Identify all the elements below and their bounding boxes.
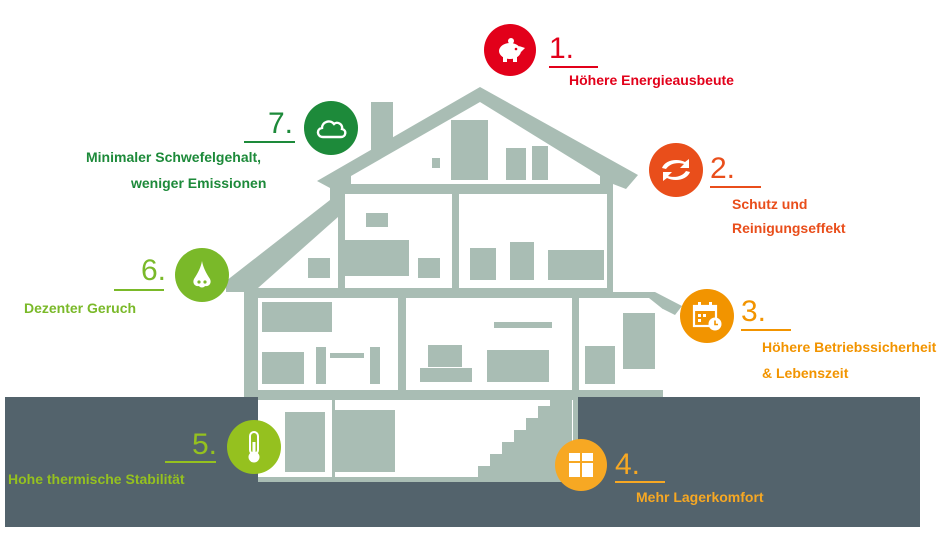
- callout-number: 2.: [710, 152, 736, 185]
- bed: [345, 240, 409, 276]
- nose-icon: [193, 261, 211, 288]
- callout-number: 7.: [268, 107, 294, 140]
- callout-label-line: weniger Emissionen: [131, 175, 267, 191]
- nightstand-left: [308, 258, 330, 278]
- callout-rule: [114, 289, 164, 291]
- callout-label-line: Reinigungseffekt: [732, 220, 846, 236]
- callout-label-line: Dezenter Geruch: [24, 300, 137, 316]
- callout-label-line: & Lebenszeit: [762, 365, 849, 381]
- tv: [428, 345, 462, 367]
- callout-label-line: Höhere Betriebssicherheit: [762, 339, 937, 355]
- dining-chair-right: [370, 347, 380, 384]
- callout-label-line: Schutz und: [732, 196, 808, 212]
- callout-label-line: Höhere Energieausbeute: [569, 72, 734, 88]
- dining-chair-left: [316, 347, 326, 384]
- callout-rule: [710, 186, 761, 188]
- sofa: [487, 350, 549, 382]
- callout-rule: [741, 329, 791, 331]
- nightstand-right: [418, 258, 440, 278]
- callout-number: 1.: [549, 32, 575, 65]
- dining-table: [330, 353, 364, 358]
- callout-label-line: Minimaler Schwefelgehalt,: [86, 149, 262, 165]
- wall-shelf: [494, 322, 552, 328]
- callout-rule: [244, 141, 295, 143]
- callout-number: 3.: [741, 295, 767, 328]
- bathtub: [548, 250, 604, 280]
- callout-number: 4.: [615, 448, 641, 481]
- attic-chair: [532, 146, 548, 180]
- cloud-icon: [316, 120, 347, 139]
- hands-exchange-icon: [662, 159, 690, 181]
- tv-stand: [420, 368, 472, 382]
- kitchen-cabinets: [262, 302, 332, 332]
- calendar-clock-icon: [692, 302, 722, 331]
- badge-energy: [484, 24, 536, 76]
- storage-boxes: [335, 410, 395, 472]
- attic-shelf: [451, 120, 488, 180]
- badge-odor: [175, 248, 229, 302]
- callout-label-line: Hohe thermische Stabilität: [8, 471, 185, 487]
- washing-machine: [285, 412, 325, 472]
- callout-number: 6.: [141, 254, 167, 287]
- toilet: [470, 248, 496, 280]
- callout-rule: [549, 66, 598, 68]
- basement-stairs: [478, 400, 572, 478]
- callout-rule: [615, 481, 665, 483]
- attic-frame: [432, 158, 440, 168]
- wall-picture: [366, 213, 388, 227]
- side-cabinet: [585, 346, 615, 384]
- callout-rule: [165, 461, 216, 463]
- kitchen-counter: [262, 352, 304, 384]
- furniture: [262, 120, 655, 478]
- storage-box-icon: [569, 453, 593, 477]
- badge-storage: [555, 439, 607, 491]
- attic-box: [506, 148, 526, 180]
- badge-reliability: [680, 289, 734, 343]
- side-mirror: [623, 313, 655, 369]
- callout-number: 5.: [192, 428, 218, 461]
- thermometer-icon: [248, 431, 260, 463]
- piggy-bank-icon: [499, 38, 525, 62]
- chimney: [371, 102, 393, 150]
- callout-label-line: Mehr Lagerkomfort: [636, 489, 764, 505]
- sink: [510, 242, 534, 280]
- badge-protection: [649, 143, 703, 197]
- badge-emissions: [304, 101, 358, 155]
- badge-thermal: [227, 420, 281, 474]
